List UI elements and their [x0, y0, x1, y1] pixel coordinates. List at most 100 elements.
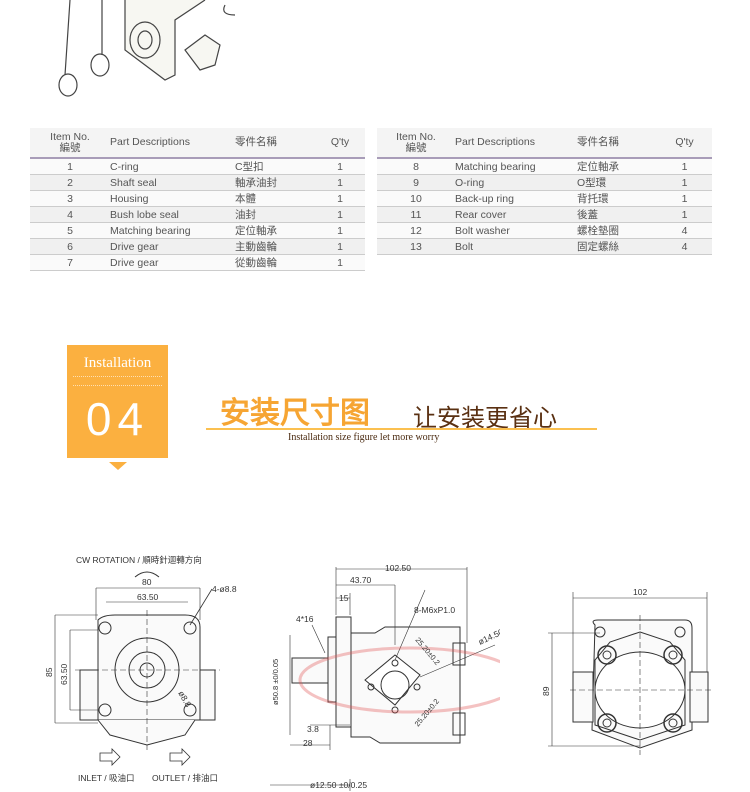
- header-part-name-zh: 零件名稱: [235, 128, 315, 159]
- dim-3-8: 3.8: [307, 724, 319, 734]
- item-no: 12: [377, 222, 455, 239]
- parts-table-right: Item No.編號 Part Descriptions 零件名稱 Q'ty 8…: [377, 128, 712, 255]
- badge-decoration: [73, 376, 162, 386]
- header-qty: Q'ty: [657, 128, 712, 159]
- dim-85: 85: [44, 667, 54, 677]
- quantity: 1: [315, 254, 365, 271]
- item-no: 5: [30, 222, 110, 239]
- watermark-logo: [298, 646, 500, 714]
- part-description: Bolt: [455, 238, 577, 255]
- part-description: Bush lobe seal: [110, 206, 235, 223]
- exploded-view-drawing: [58, 0, 236, 97]
- section-subtitle: 让安装更省心: [413, 404, 557, 432]
- quantity: 1: [315, 158, 365, 175]
- parts-table-left: Item No.編號 Part Descriptions 零件名稱 Q'ty 1…: [30, 128, 365, 271]
- quantity: 1: [315, 222, 365, 239]
- quantity: 1: [657, 190, 712, 207]
- part-name-zh: 定位軸承: [577, 158, 657, 175]
- item-no: 6: [30, 238, 110, 255]
- item-no: 1: [30, 158, 110, 175]
- part-name-zh: 螺栓墊圈: [577, 222, 657, 239]
- header-item-no-zh: 編號: [405, 141, 427, 154]
- dim-63-50-height: 63.50: [59, 663, 69, 685]
- header-part-name-zh: 零件名稱: [577, 128, 657, 159]
- part-name-zh: 軸承油封: [235, 174, 315, 191]
- front-view-drawing: CW ROTATION / 順時針迴轉方向 80 63.50 4-ø8.8 85…: [44, 555, 237, 783]
- dim-thread: 8-M6xP1.0: [414, 605, 455, 615]
- dim-shaft-dia: ø12.50 ±0/0.25: [310, 780, 367, 790]
- part-description: Matching bearing: [110, 222, 235, 239]
- item-no: 11: [377, 206, 455, 223]
- item-no: 3: [30, 190, 110, 207]
- part-description: Drive gear: [110, 254, 235, 271]
- outlet-label: OUTLET / 排油口: [152, 773, 218, 783]
- item-no: 10: [377, 190, 455, 207]
- badge-number: 04: [85, 393, 150, 445]
- part-description: Back-up ring: [455, 190, 577, 207]
- part-description: Shaft seal: [110, 174, 235, 191]
- quantity: 1: [657, 174, 712, 191]
- item-no: 7: [30, 254, 110, 271]
- part-name-zh: 背托環: [577, 190, 657, 207]
- part-description: O-ring: [455, 174, 577, 191]
- part-description: Housing: [110, 190, 235, 207]
- shaft-seal-part: [90, 53, 110, 77]
- c-ring-part: [58, 73, 78, 97]
- header-part-descriptions: Part Descriptions: [455, 128, 577, 159]
- rear-view-drawing: 102 89: [541, 587, 712, 755]
- header-qty: Q'ty: [315, 128, 365, 159]
- quantity: 1: [657, 158, 712, 175]
- item-no: 9: [377, 174, 455, 191]
- header-item-no-zh: 編號: [59, 141, 81, 154]
- item-no: 4: [30, 206, 110, 223]
- quantity: 1: [315, 238, 365, 255]
- rotation-label: CW ROTATION / 順時針迴轉方向: [76, 555, 202, 565]
- dim-43-70: 43.70: [350, 575, 372, 585]
- part-name-zh: 油封: [235, 206, 315, 223]
- dim-89: 89: [541, 686, 551, 696]
- part-description: Rear cover: [455, 206, 577, 223]
- part-name-zh: 從動齒輪: [235, 254, 315, 271]
- dim-shaft-pilot: ø50.8 ±0/0.05: [271, 659, 280, 705]
- dim-key: 4*16: [296, 614, 314, 624]
- dim-holes: 4-ø8.8: [212, 584, 237, 594]
- part-name-zh: 後蓋: [577, 206, 657, 223]
- dim-102: 102: [633, 587, 647, 597]
- part-name-zh: 主動齒輪: [235, 238, 315, 255]
- dim-63-50-width: 63.50: [137, 592, 159, 602]
- item-no: 13: [377, 238, 455, 255]
- dim-102-50: 102.50: [385, 563, 411, 573]
- part-name-zh: 定位軸承: [235, 222, 315, 239]
- quantity: 4: [657, 238, 712, 255]
- dim-15: 15: [339, 593, 349, 603]
- quantity: 1: [315, 206, 365, 223]
- part-description: C-ring: [110, 158, 235, 175]
- quantity: 4: [657, 222, 712, 239]
- dim-80: 80: [142, 577, 152, 587]
- quantity: 1: [315, 174, 365, 191]
- part-name-zh: 本體: [235, 190, 315, 207]
- side-view-drawing: 102.50 43.70 15 4*16 8-M6xP1.0 ø14.50 ø5…: [270, 563, 500, 791]
- part-name-zh: O型環: [577, 174, 657, 191]
- section-title: 安装尺寸图: [220, 396, 370, 431]
- part-name-zh: C型扣: [235, 158, 315, 175]
- dim-port-dia: ø14.50: [477, 626, 500, 646]
- header-item-no: Item No.: [396, 130, 436, 143]
- title-underline: [206, 428, 597, 430]
- dim-28: 28: [303, 738, 313, 748]
- header-item-no: Item No.: [50, 130, 90, 143]
- inlet-label: INLET / 吸油口: [78, 773, 135, 783]
- item-no: 2: [30, 174, 110, 191]
